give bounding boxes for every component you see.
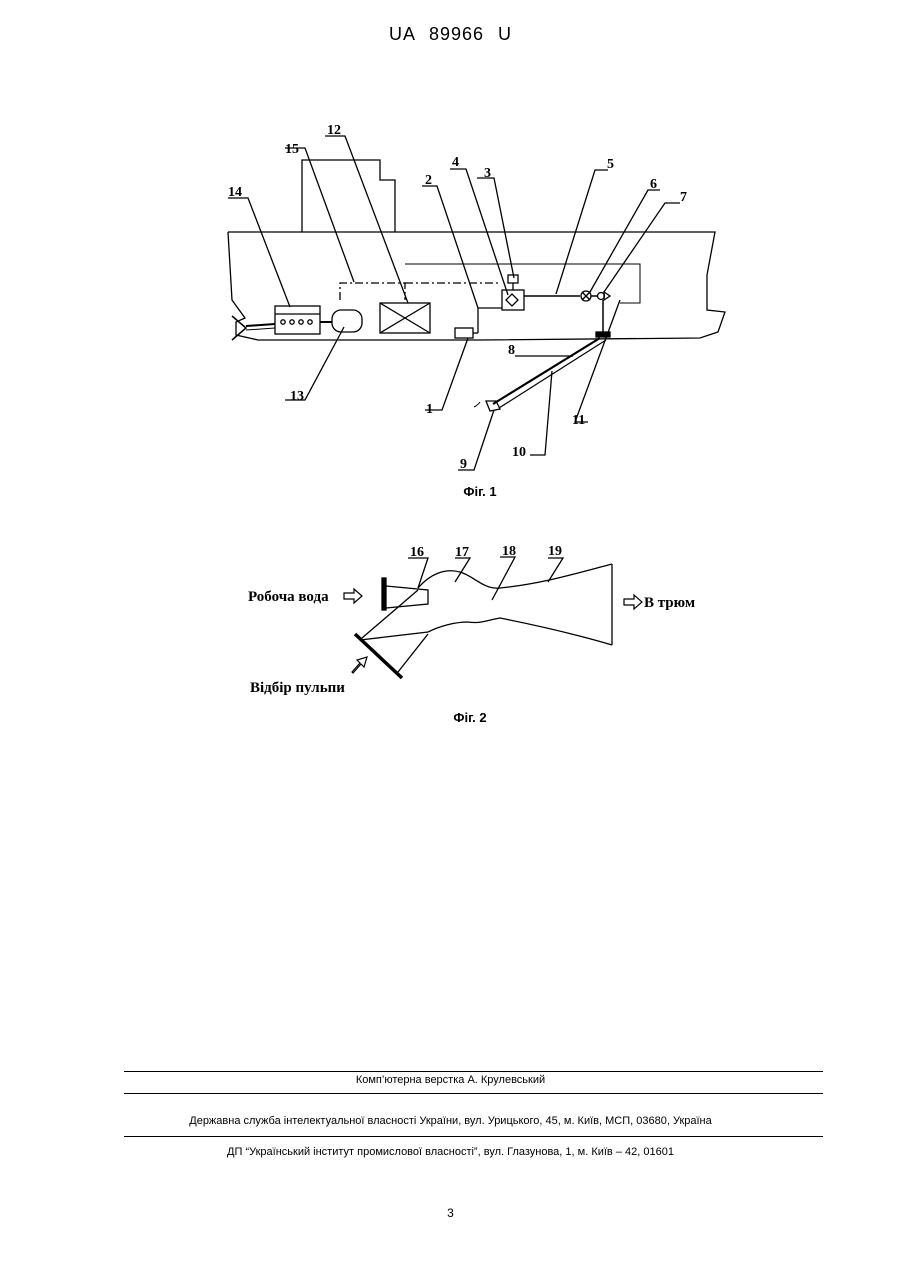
label-10: 10 [512,445,526,460]
label-9: 9 [460,457,467,472]
label-1: 1 [426,402,433,417]
label-4: 4 [452,155,459,170]
footer-rule-2 [124,1093,823,1094]
label-11: 11 [572,413,585,428]
label-14: 14 [228,185,242,200]
label-18: 18 [502,544,516,559]
label-working-water: Робоча вода [248,589,329,605]
label-3: 3 [484,166,491,181]
figure-2-drawing [344,557,642,678]
label-2: 2 [425,173,432,188]
label-6: 6 [650,177,657,192]
label-15: 15 [285,142,299,157]
label-7: 7 [680,190,687,205]
label-16: 16 [410,545,424,560]
agency-address: Державна служба інтелектуальної власност… [0,1115,901,1127]
page-number: 3 [0,1206,901,1220]
label-12: 12 [327,123,341,138]
label-5: 5 [607,157,614,172]
label-19: 19 [548,544,562,559]
figure-2-labels: 16 17 18 19 Робоча вода В трюм Відбір пу… [248,544,695,696]
label-17: 17 [455,545,469,560]
figure-1-caption: Фіг. 1 [380,484,580,499]
label-to-hold: В трюм [644,595,695,611]
layout-credit: Комп’ютерна верстка А. Крулевський [0,1074,901,1086]
figure-2-caption: Фіг. 2 [370,710,570,725]
label-13: 13 [290,389,304,404]
footer-rule-1 [124,1071,823,1072]
footer-rule-3 [124,1136,823,1137]
label-8: 8 [508,343,515,358]
institute-address: ДП “Український інститут промислової вла… [0,1146,901,1158]
figure-1-labels: 1 2 3 4 5 6 7 8 9 10 11 12 13 14 15 [228,123,687,472]
label-pulp-intake: Відбір пульпи [250,680,345,696]
